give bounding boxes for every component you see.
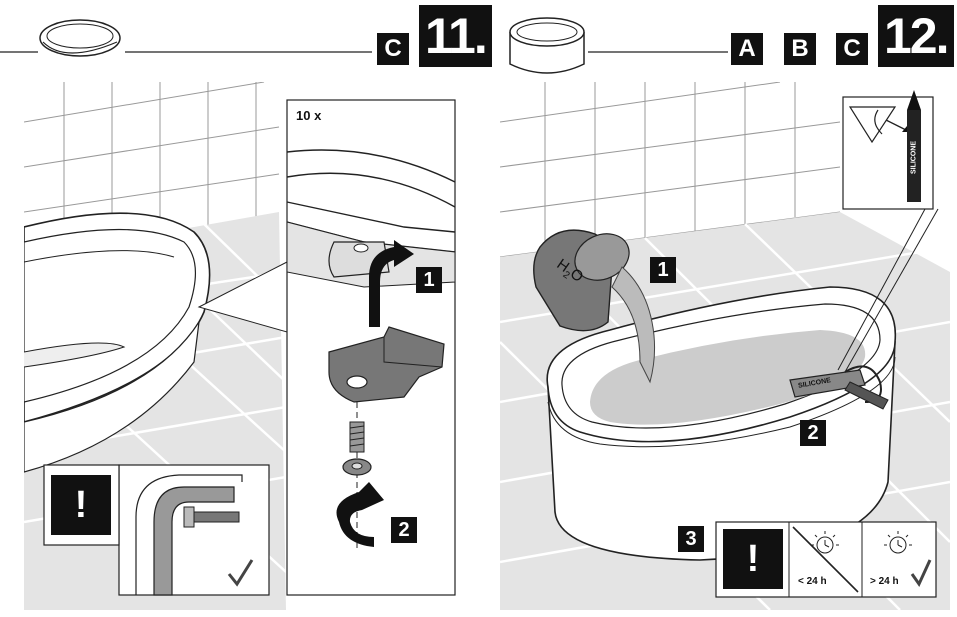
quantity-label: 10 x	[296, 108, 322, 123]
variant-tag-b: B	[784, 33, 816, 65]
variant-tag-c: C	[836, 33, 868, 65]
step-12-panel: H2O SILICONE SILICONE 1 2 3 ! < 24 h > 2…	[500, 82, 950, 610]
warning-icon: !	[51, 475, 111, 535]
step-11-panel: 10 x 1 2 !	[24, 82, 474, 610]
step-11-illustration	[24, 82, 456, 610]
header-rules	[0, 51, 728, 53]
step-number-11: 11.	[419, 5, 492, 67]
callout-2: 2	[391, 517, 417, 543]
variant-tag-a: A	[731, 33, 763, 65]
freestanding-bath-thumbnail-icon	[509, 17, 585, 74]
cure-long-label: > 24 h	[870, 576, 899, 587]
variant-tag-c: C	[377, 33, 409, 65]
callout-3: 3	[678, 526, 704, 552]
callout-1: 1	[416, 267, 442, 293]
callout-2: 2	[800, 420, 826, 446]
cartridge-label: SILICONE	[910, 140, 918, 175]
oval-bath-thumbnail-icon	[39, 19, 121, 57]
cure-short-label: < 24 h	[798, 576, 827, 587]
callout-1: 1	[650, 257, 676, 283]
step-number-12: 12.	[878, 5, 954, 67]
warning-icon: !	[723, 529, 783, 589]
